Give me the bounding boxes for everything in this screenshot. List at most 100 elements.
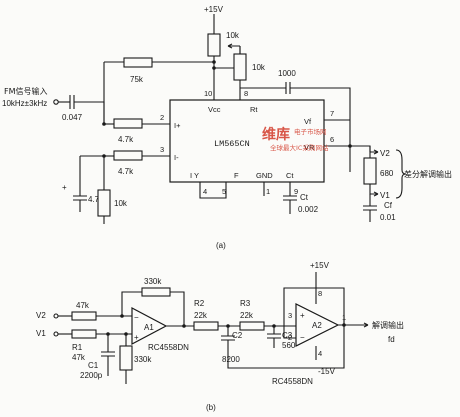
r-330k-fb — [141, 287, 171, 297]
r-330k-fb-label: 330k — [144, 277, 162, 286]
pin-iminus-label: I- — [174, 153, 179, 162]
pot-wiper-arrow — [227, 43, 240, 49]
output-arrow — [363, 322, 369, 328]
watermark-logo: 维库 — [262, 126, 290, 143]
v1-label-b: V1 — [36, 329, 46, 338]
caption-b: (b) — [206, 403, 216, 412]
pot-label: 10k — [226, 31, 240, 40]
c2-label: C2 — [232, 331, 243, 340]
pin-num-1: 1 — [266, 187, 270, 196]
c3-label: C3 — [282, 331, 293, 340]
pin-num-10: 10 — [204, 89, 212, 98]
c-bias — [73, 195, 87, 201]
v1-label-a: V1 — [380, 191, 390, 200]
ct-value: 0.002 — [298, 205, 319, 214]
output-label: 解调输出 — [372, 320, 404, 330]
r3-label: R3 — [240, 299, 251, 308]
r1-label: R1 — [72, 343, 83, 352]
cf-label: Cf — [384, 201, 393, 210]
r-330k-gnd — [119, 345, 133, 371]
pin-num-4: 4 — [203, 187, 207, 196]
c1-value: 2200p — [80, 371, 103, 380]
watermark-sub2: 全球最大IC采购网站 — [270, 143, 329, 152]
v2-terminal — [53, 313, 59, 319]
ic-lm565cn — [169, 99, 325, 183]
pin-num-7: 7 — [330, 109, 334, 118]
r2 — [193, 321, 219, 331]
c2-value: 8200 — [222, 355, 240, 364]
watermark-sub1: 电子市场网 — [294, 127, 327, 136]
arrow-v2 — [370, 149, 379, 155]
pin-num-8: 8 — [244, 89, 248, 98]
a2-minus: − — [300, 333, 305, 342]
a2-label: A2 — [312, 321, 322, 330]
r-fb-label: 75k — [130, 75, 144, 84]
r-47k-top-label: 47k — [76, 301, 90, 310]
a1-minus: − — [134, 313, 139, 322]
pin-vr-label: VR — [304, 143, 315, 152]
output-sym: fd — [388, 335, 395, 344]
a2-plus: + — [300, 311, 305, 320]
r-rt-10k — [233, 53, 247, 81]
v1-terminal — [53, 331, 59, 337]
pin-rt-label: Rt — [250, 105, 258, 114]
v2-label-a: V2 — [380, 149, 390, 158]
ic-label: LM565CN — [214, 139, 250, 149]
c3-value: 560 — [282, 341, 296, 350]
r1-value: 47k — [72, 353, 86, 362]
c-cf — [363, 205, 377, 211]
r2-value: 22k — [194, 311, 208, 320]
c-in-label: 0.047 — [62, 113, 83, 122]
r-bias-10k — [97, 189, 111, 217]
r-bias-label: 10k — [114, 199, 128, 208]
r-out-680 — [363, 157, 377, 185]
opamp-a2 — [295, 303, 340, 347]
pin-num-9: 9 — [294, 187, 298, 196]
ct-label: Ct — [300, 193, 309, 202]
r-in-minus — [113, 150, 143, 161]
pin-ct-label: Ct — [286, 171, 294, 180]
c3 — [267, 333, 281, 339]
v2-label-b: V2 — [36, 311, 46, 320]
pin-num-3: 3 — [160, 145, 164, 154]
pin-iy-label: I Y — [190, 171, 199, 180]
r-in-minus-label: 4.7k — [118, 167, 134, 176]
vee-label-b: -15V — [318, 367, 336, 376]
a1-chip-visible: RC4558DN — [148, 343, 189, 352]
a2-pin-8: 8 — [318, 289, 322, 298]
c-ct — [283, 195, 297, 201]
pin-num-6: 6 — [330, 135, 334, 144]
cf-value: 0.01 — [380, 213, 396, 222]
pin-vcc-label: Vcc — [208, 105, 221, 114]
input-freq: 10kHz±3kHz — [2, 99, 47, 108]
output-brace — [395, 149, 407, 199]
r-rt-label: 10k — [252, 63, 266, 72]
pot-10k — [207, 33, 221, 57]
watermark: 维库 电子市场网 全球最大IC采购网站 — [262, 126, 329, 152]
a2-pin-4: 4 — [318, 349, 322, 358]
a2-pin-3: 3 — [288, 311, 292, 320]
a1-label: A1 — [144, 323, 154, 332]
a2-chip: RC4558DN — [272, 377, 313, 386]
pin-num-2: 2 — [160, 113, 164, 122]
r-fb-75k — [123, 57, 153, 68]
c-bias-label: 4.7μ — [88, 195, 104, 204]
pin-num-5: 5 — [222, 187, 226, 196]
input-terminal — [53, 99, 59, 105]
part-a-circuit: +15V 10k 10k 75k 1000 LM565CN Vcc Rt Vf … — [2, 5, 452, 250]
r3-value: 22k — [240, 311, 254, 320]
r3 — [239, 321, 265, 331]
input-label: FM信号输入 — [4, 86, 48, 96]
vcc-label-b: +15V — [310, 261, 330, 270]
c-bias-plus: + — [62, 183, 67, 192]
c1 — [101, 351, 115, 357]
c-top-label: 1000 — [278, 69, 296, 78]
r1-47k — [71, 329, 97, 339]
c-in-0047 — [69, 95, 75, 109]
pin-f-label: F — [234, 171, 239, 180]
r-330k-gnd-label: 330k — [134, 355, 152, 364]
c-top-1000 — [285, 82, 291, 94]
caption-a: (a) — [216, 241, 226, 250]
opamp-a1 — [131, 307, 168, 345]
